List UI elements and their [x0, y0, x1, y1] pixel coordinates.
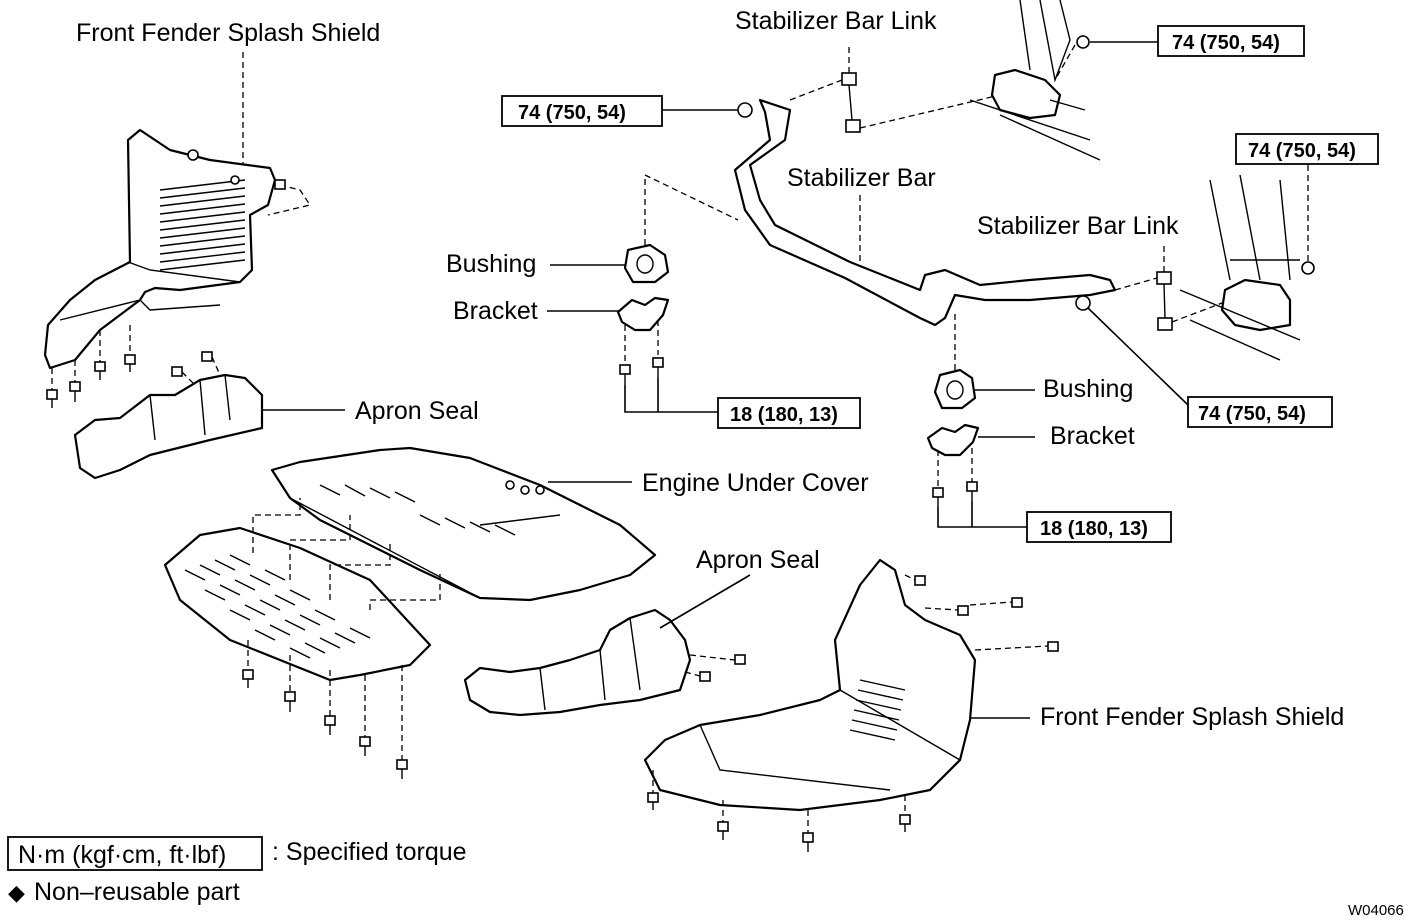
svg-text:74 (750, 54): 74 (750, 54): [1248, 140, 1356, 162]
legend-torque-unit: N·m (kgf·cm, ft·lbf): [18, 841, 226, 869]
engine-under-cover-lower: [163, 526, 432, 682]
label-bushing-right: Bushing: [1043, 375, 1133, 403]
svg-text:74 (750, 54): 74 (750, 54): [518, 102, 626, 124]
figure-code: W04066: [1348, 902, 1404, 919]
svg-text:18 (180, 13): 18 (180, 13): [730, 404, 838, 426]
torque-box-link-upper: 74 (750, 54): [1090, 25, 1305, 57]
stabilizer-bar-link-right: [1114, 245, 1231, 331]
stabilizer-bar-link-upper: [789, 45, 1001, 133]
legend-nonreusable-symbol: ◆: [8, 880, 25, 905]
engine-under-cover: [270, 446, 657, 602]
body-mount-right: [1179, 165, 1315, 361]
torque-box-bracket-right: 18 (180, 13): [937, 501, 1172, 543]
lower-cover-bolts: [242, 640, 408, 779]
label-front-fender-splash-shield-left: Front Fender Splash Shield: [76, 19, 380, 47]
label-bushing-left: Bushing: [446, 250, 536, 278]
label-front-fender-splash-shield-right: Front Fender Splash Shield: [1040, 703, 1344, 731]
bushing-right: [933, 310, 977, 410]
label-bracket-left: Bracket: [453, 297, 538, 325]
label-apron-seal-right: Apron Seal: [696, 546, 820, 574]
apron-seal-left: [73, 351, 264, 480]
svg-text:74 (750, 54): 74 (750, 54): [1198, 403, 1306, 425]
label-bracket-right: Bracket: [1050, 422, 1135, 450]
bracket-right: [926, 423, 980, 507]
torque-box-bar-right: 74 (750, 54): [1087, 307, 1333, 428]
bracket-left: [616, 296, 670, 385]
label-stabilizer-bar-link-top: Stabilizer Bar Link: [735, 7, 937, 35]
body-mount-upper: [969, 0, 1101, 161]
torque-box-bar-left: 74 (750, 54): [501, 95, 738, 127]
nut-bar-right: [1075, 295, 1091, 311]
legend: N·m (kgf·cm, ft·lbf) : Specified torque …: [7, 836, 467, 906]
lower-cover-ribs: [184, 554, 371, 659]
splash-shield-right-vents: [849, 679, 906, 741]
front-fender-splash-shield-right: [643, 558, 977, 812]
label-engine-under-cover: Engine Under Cover: [642, 469, 869, 497]
under-cover-connection-lines: [252, 498, 441, 610]
legend-nonreusable-desc: Non–reusable part: [34, 878, 240, 906]
legend-torque-desc: : Specified torque: [272, 838, 467, 866]
legend-torque-box: [7, 836, 263, 871]
svg-text:18 (180, 13): 18 (180, 13): [1040, 518, 1148, 540]
label-stabilizer-bar-link-right: Stabilizer Bar Link: [977, 212, 1179, 240]
label-stabilizer-bar: Stabilizer Bar: [787, 164, 936, 192]
splash-shield-left-bolts: [46, 179, 312, 408]
splash-shield-right-bolts: [647, 574, 1059, 852]
torque-box-link-right-upper: 74 (750, 54): [1235, 133, 1379, 165]
splash-shield-left-vents: [159, 179, 246, 271]
svg-text:74 (750, 54): 74 (750, 54): [1172, 32, 1280, 54]
apron-seal-right-bolts: [684, 654, 746, 682]
bushing-left: [623, 173, 739, 284]
label-apron-seal-left: Apron Seal: [355, 397, 479, 425]
torque-box-bracket-left: 18 (180, 13): [624, 378, 861, 429]
apron-seal-right: [463, 608, 692, 717]
nut-bar-left: [737, 102, 753, 118]
front-fender-splash-shield-left: [43, 128, 277, 370]
